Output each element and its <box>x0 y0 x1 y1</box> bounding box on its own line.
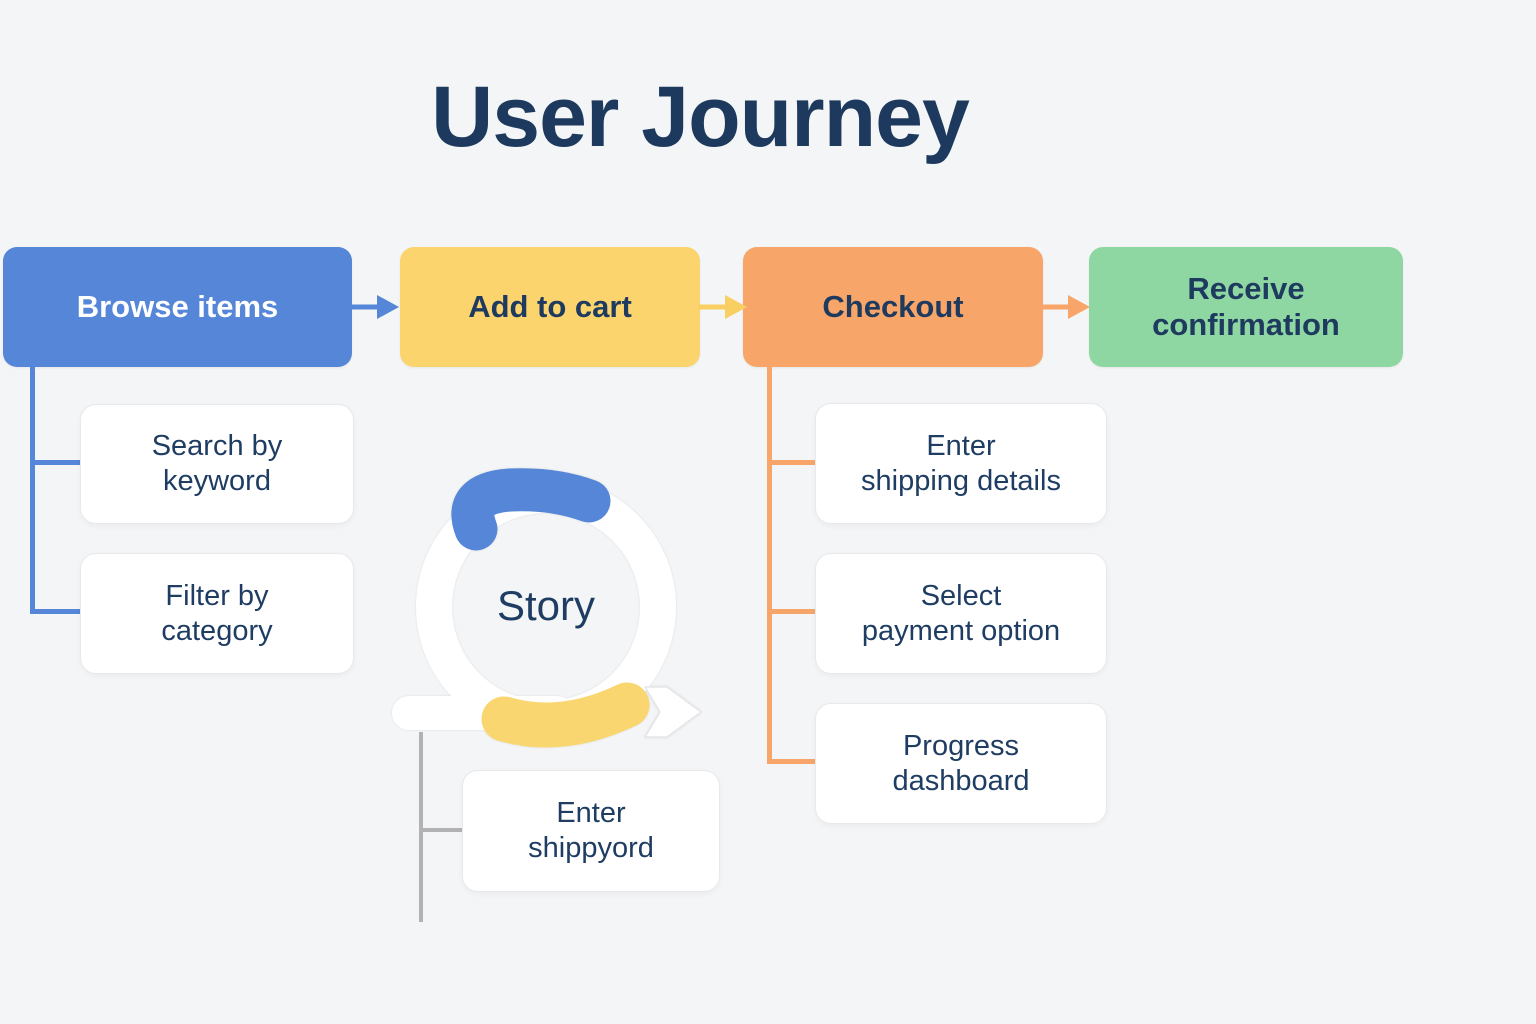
node-checkout-label: Checkout <box>822 289 964 325</box>
node-select-payment-option[interactable]: Select payment option <box>815 553 1107 674</box>
node-enter-shipping-details[interactable]: Enter shipping details <box>815 403 1107 524</box>
node-filter-by-category-label: Filter by category <box>161 579 273 647</box>
connector-checkout-branch-3 <box>767 759 815 764</box>
arrow-right-blue-icon <box>350 295 399 319</box>
connector-checkout-branch-2 <box>767 609 815 614</box>
node-search-by-keyword[interactable]: Search by keyword <box>80 404 354 524</box>
connector-browse-branch-2 <box>30 609 80 614</box>
node-progress-dashboard[interactable]: Progress dashboard <box>815 703 1107 824</box>
node-add-to-cart[interactable]: Add to cart <box>400 247 700 367</box>
arrow-right-yellow-icon <box>698 295 747 319</box>
story-blue-blob <box>451 468 611 551</box>
node-browse-items[interactable]: Browse items <box>3 247 352 367</box>
node-receive-confirmation-label: Receive confirmation <box>1152 271 1340 342</box>
story-loop-icon <box>392 468 702 748</box>
node-select-payment-option-label: Select payment option <box>861 579 1061 647</box>
node-story-label: Story <box>496 582 596 629</box>
connector-checkout-vertical <box>767 367 772 764</box>
node-receive-confirmation[interactable]: Receive confirmation <box>1089 247 1403 367</box>
connector-checkout-branch-1 <box>767 460 815 465</box>
connector-browse-vertical <box>30 366 35 614</box>
node-search-by-keyword-label: Search by keyword <box>151 430 283 497</box>
story-yellow-blob <box>481 682 650 748</box>
page-title: User Journey <box>431 69 970 165</box>
node-add-to-cart-label: Add to cart <box>468 289 632 325</box>
node-filter-by-category[interactable]: Filter by category <box>80 553 354 674</box>
node-enter-shippyord[interactable]: Enter shippyord <box>462 770 720 892</box>
connector-story-vertical <box>419 732 423 922</box>
node-progress-dashboard-label: Progress dashboard <box>892 729 1030 797</box>
node-checkout[interactable]: Checkout <box>743 247 1043 367</box>
loop-arrowhead-icon <box>644 686 702 738</box>
node-enter-shippyord-label: Enter shippyord <box>528 797 654 864</box>
connector-story-branch-1 <box>419 828 462 832</box>
node-enter-shipping-details-label: Enter shipping details <box>861 429 1061 497</box>
connector-browse-branch-1 <box>30 460 80 465</box>
arrow-right-orange-icon <box>1041 295 1090 319</box>
node-browse-items-label: Browse items <box>76 289 279 325</box>
